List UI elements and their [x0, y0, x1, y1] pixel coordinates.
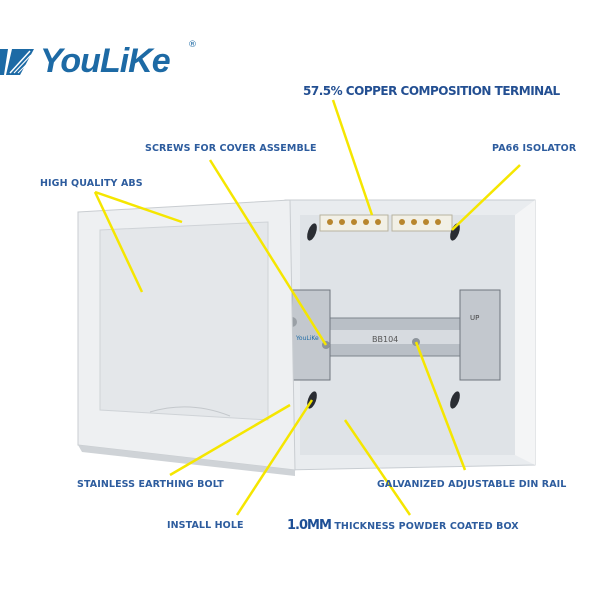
- leader-lines: [93, 99, 521, 516]
- bracket-left: [291, 289, 331, 381]
- registered-mark: ®: [188, 40, 197, 50]
- callout-din-rail: GALVANIZED ADJUSTABLE DIN RAIL: [377, 479, 567, 490]
- brand-logo: YouLiKe: [0, 42, 171, 81]
- callout-copper-terminal: 57.5% COPPER COMPOSITION TERMINAL: [303, 84, 560, 98]
- thickness-value: 1.0MM: [287, 518, 332, 533]
- terminal-bar-right: [391, 214, 453, 232]
- cover-panel: [99, 221, 269, 421]
- bracket-right: [459, 289, 501, 381]
- callout-screws: SCREWS FOR COVER ASSEMBLE: [145, 143, 317, 154]
- box-right-wall: [515, 200, 535, 465]
- thickness-text: THICKNESS POWDER COATED BOX: [334, 521, 519, 532]
- brand-name: YouLiKe: [40, 42, 171, 80]
- callout-thickness: 1.0MM THICKNESS POWDER COATED BOX: [287, 518, 519, 533]
- logo-mark-icon: [0, 48, 34, 75]
- rail-marking: BB104: [372, 335, 398, 344]
- callout-isolator: PA66 ISOLATOR: [492, 143, 577, 154]
- callout-abs: HIGH QUALITY ABS: [40, 178, 143, 189]
- bracket-marking: UP: [470, 314, 479, 322]
- bracket-brand: YouLiKe: [295, 335, 319, 342]
- callout-install-hole: INSTALL HOLE: [167, 520, 244, 531]
- callout-earthing-bolt: STAINLESS EARTHING BOLT: [77, 479, 224, 490]
